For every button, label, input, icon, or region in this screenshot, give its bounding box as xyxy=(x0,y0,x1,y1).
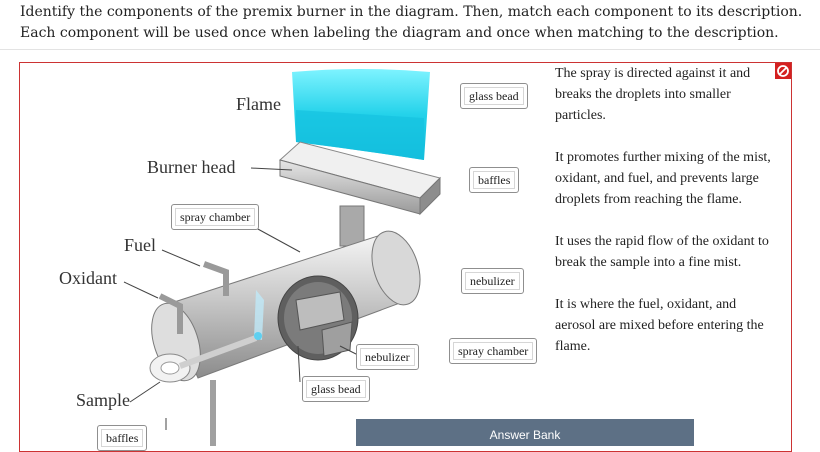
sample-label: Sample xyxy=(76,390,130,410)
burner-head-label: Burner head xyxy=(147,157,236,177)
leader-lines xyxy=(123,167,359,430)
description-4: It is where the fuel, oxidant, and aeros… xyxy=(555,297,764,354)
diagram-chip-nebulizer[interactable]: nebulizer xyxy=(356,344,419,370)
divider xyxy=(0,49,820,50)
spray-chamber-shape xyxy=(149,230,421,446)
match-chip-3[interactable]: nebulizer xyxy=(461,268,524,294)
instructions-text: Identify the components of the premix bu… xyxy=(20,4,803,41)
diagram-chip-glass-bead[interactable]: glass bead xyxy=(302,376,370,402)
description-3: It uses the rapid flow of the oxidant to… xyxy=(555,234,769,270)
flame-shape xyxy=(292,69,430,160)
diagram-chip-spray-chamber[interactable]: spray chamber xyxy=(171,204,260,230)
flame-label: Flame xyxy=(236,94,281,114)
error-circle-slash-icon xyxy=(775,63,791,79)
match-chip-4[interactable]: spray chamber xyxy=(449,338,538,364)
answer-bank-header: Answer Bank xyxy=(356,419,694,446)
description-2: It promotes further mixing of the mist, … xyxy=(555,150,771,207)
burner-head-shape xyxy=(278,141,441,247)
match-chip-1[interactable]: glass bead xyxy=(460,83,528,109)
nebulizer-shape xyxy=(178,290,264,369)
oxidant-label: Oxidant xyxy=(59,268,117,288)
match-chip-2[interactable]: baffles xyxy=(469,167,520,193)
answer-bank-title: Answer Bank xyxy=(489,428,561,442)
inlet-pipes xyxy=(158,261,229,334)
diagram-chip-baffles[interactable]: baffles xyxy=(97,425,148,451)
description-1: The spray is directed against it and bre… xyxy=(555,66,751,123)
fuel-label: Fuel xyxy=(124,235,157,255)
